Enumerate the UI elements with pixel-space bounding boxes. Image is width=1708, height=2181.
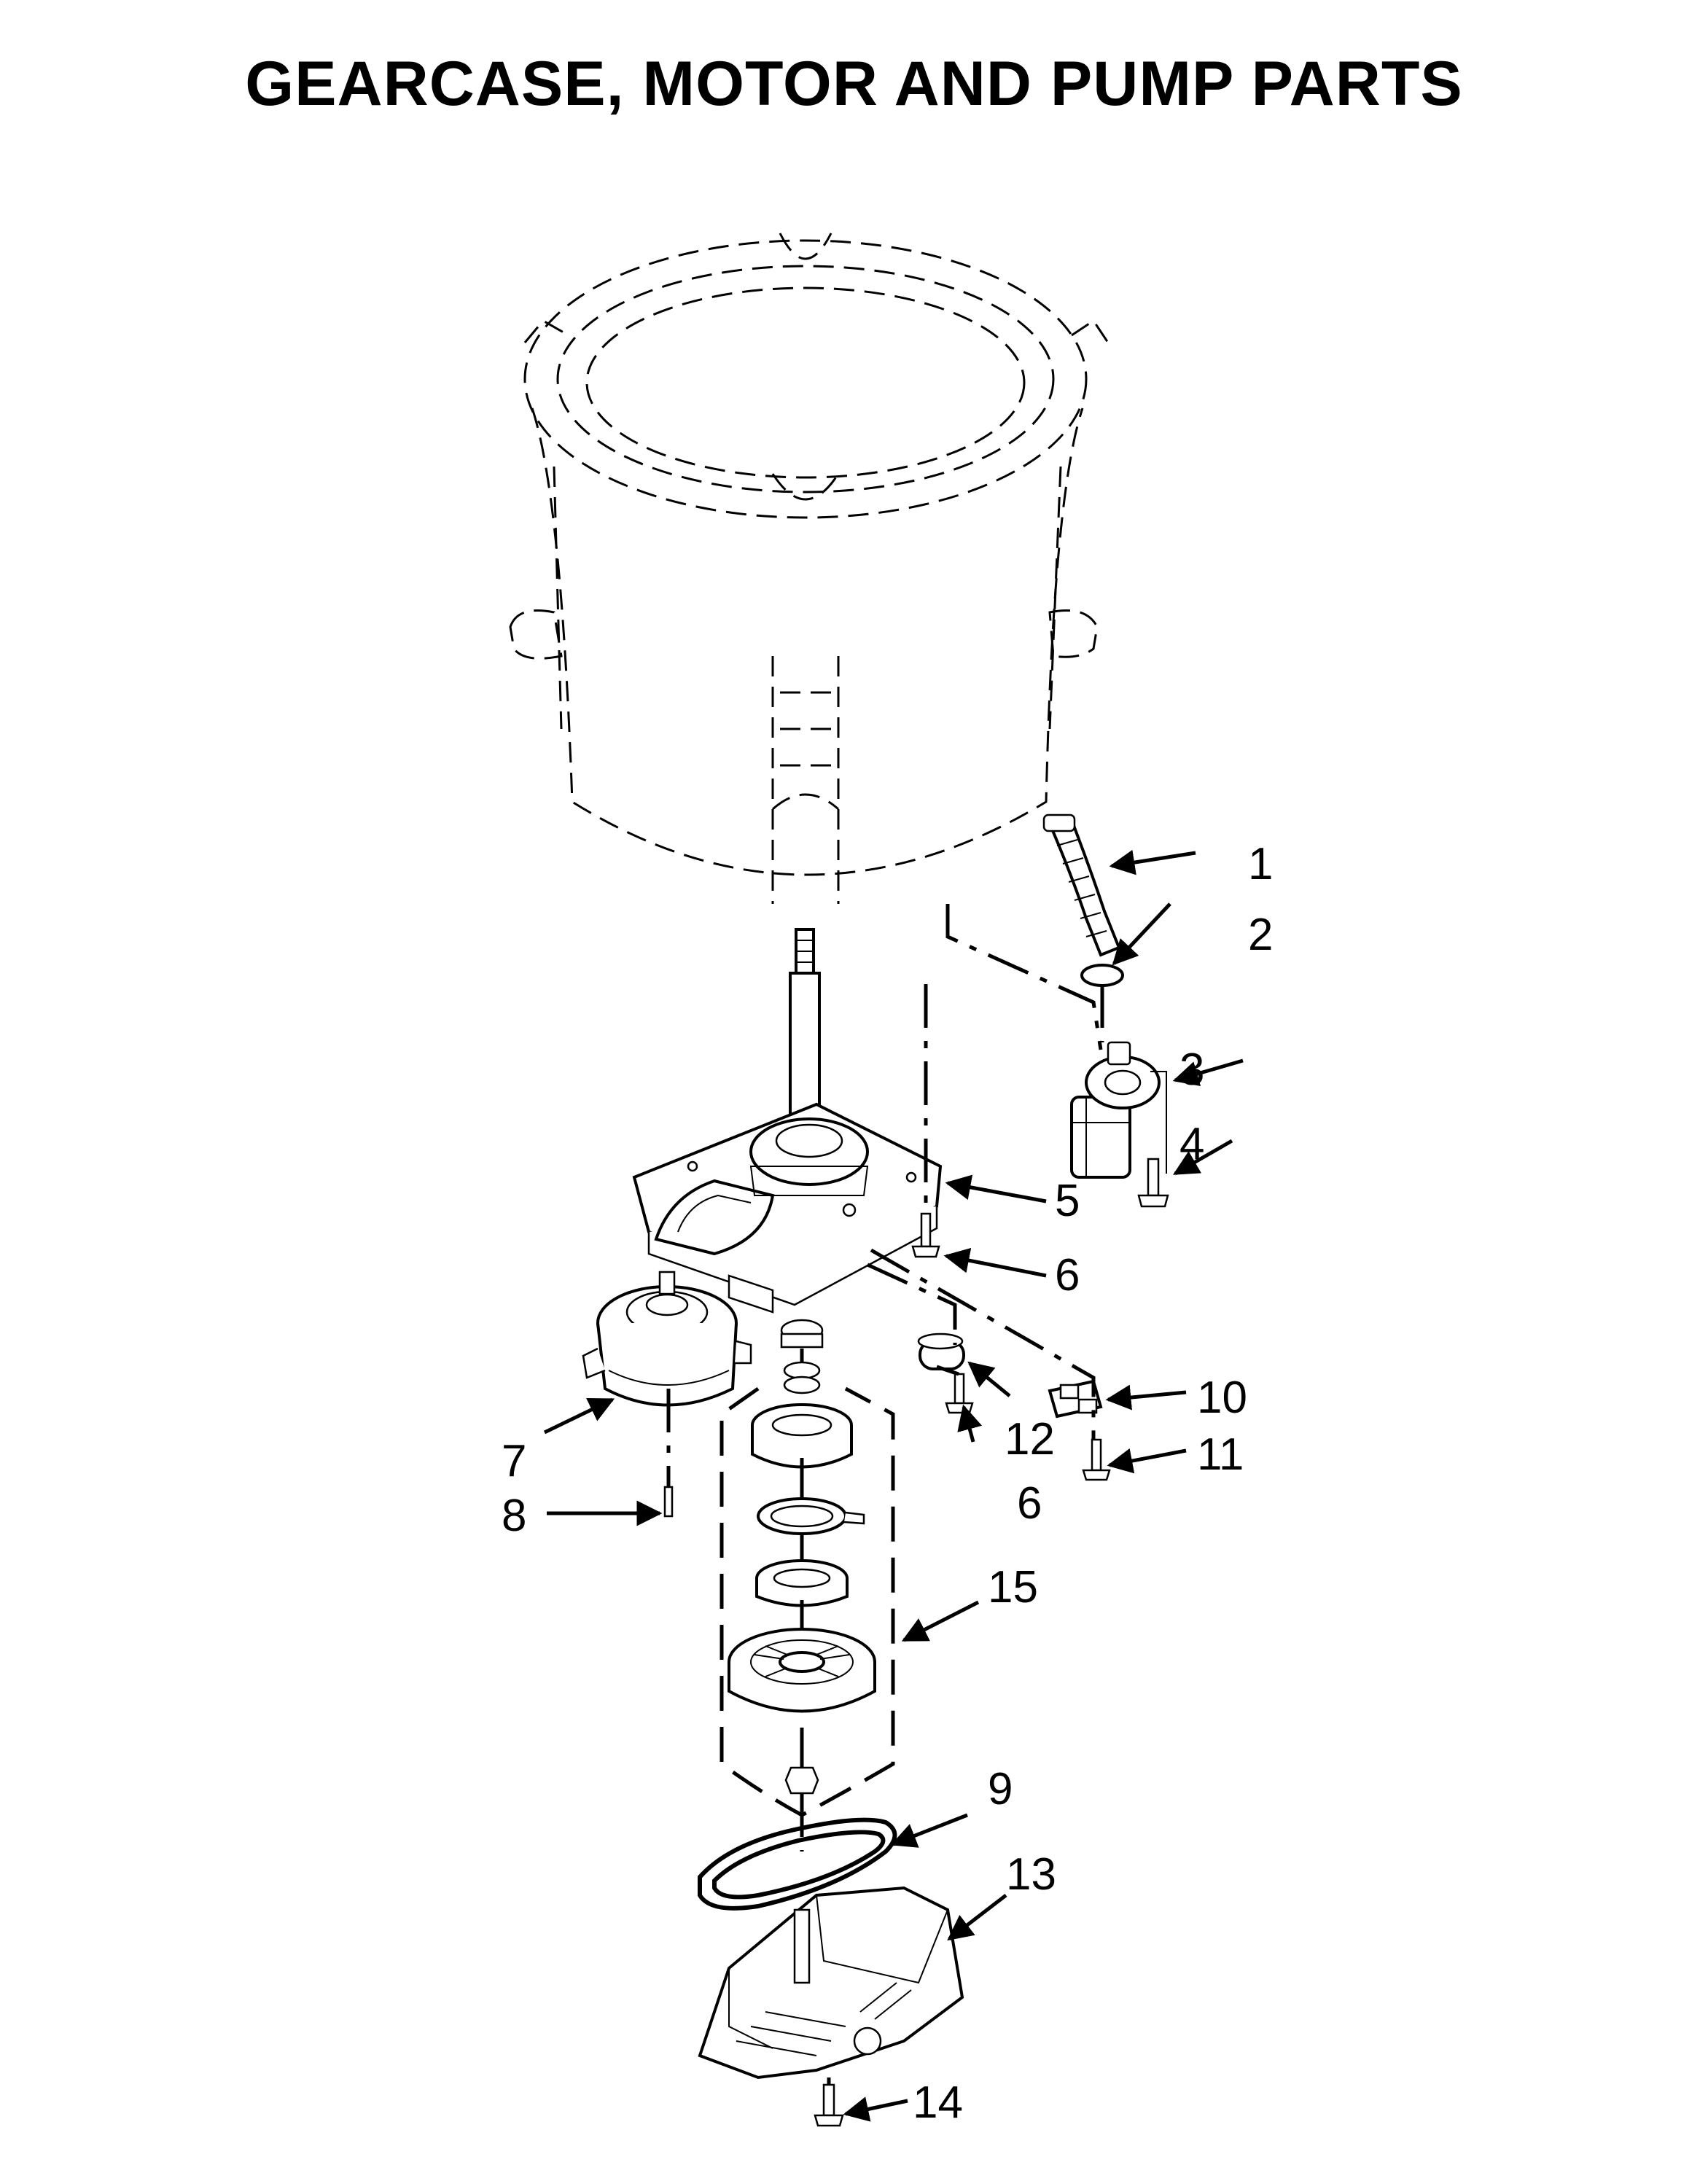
capacitor-screw-part — [945, 1373, 974, 1414]
callout-10: 10 — [1197, 1373, 1247, 1423]
pulley-assembly-stack — [728, 1319, 876, 1795]
callout-arrows — [543, 849, 1244, 2122]
callout-6-lower: 6 — [1017, 1478, 1042, 1529]
callout-12: 12 — [1005, 1414, 1055, 1464]
hose-clamp-part — [1080, 964, 1124, 987]
lid-switch-part — [1048, 1379, 1103, 1419]
pump-screw-part — [1137, 1158, 1169, 1208]
outer-tub-phantom — [509, 233, 1110, 904]
plate-screw-part — [911, 1212, 940, 1258]
base-shield-part — [698, 1886, 964, 2080]
motor-pin-part — [663, 1486, 674, 1518]
gearcase-shaft-part — [789, 928, 821, 1135]
callout-11: 11 — [1197, 1429, 1244, 1480]
callout-2: 2 — [1248, 910, 1273, 960]
capacitor-part — [917, 1333, 965, 1370]
callout-9: 9 — [988, 1764, 1013, 1814]
drain-pump-part — [1070, 1041, 1167, 1179]
callout-13: 13 — [1006, 1849, 1056, 1900]
page-title: GEARCASE, MOTOR AND PUMP PARTS — [245, 49, 1463, 119]
callout-labels: 1 2 3 4 5 6 6 7 8 9 10 11 12 13 14 15 — [502, 839, 1273, 2128]
drive-motor-part — [582, 1271, 752, 1407]
callout-7: 7 — [502, 1436, 526, 1486]
drain-hose-part — [1042, 814, 1121, 957]
base-screw-part — [814, 2083, 844, 2127]
callout-14: 14 — [913, 2077, 963, 2128]
callout-4: 4 — [1179, 1119, 1204, 1169]
callout-3: 3 — [1179, 1045, 1204, 1095]
callout-5: 5 — [1055, 1176, 1080, 1226]
alignment-lines — [666, 904, 1104, 2085]
callout-15: 15 — [988, 1562, 1038, 1612]
switch-screw-part — [1082, 1438, 1111, 1481]
callout-6-upper: 6 — [1055, 1250, 1080, 1300]
callout-1: 1 — [1248, 839, 1273, 889]
gearcase-plate-part — [632, 1102, 943, 1314]
callout-8: 8 — [502, 1491, 526, 1541]
